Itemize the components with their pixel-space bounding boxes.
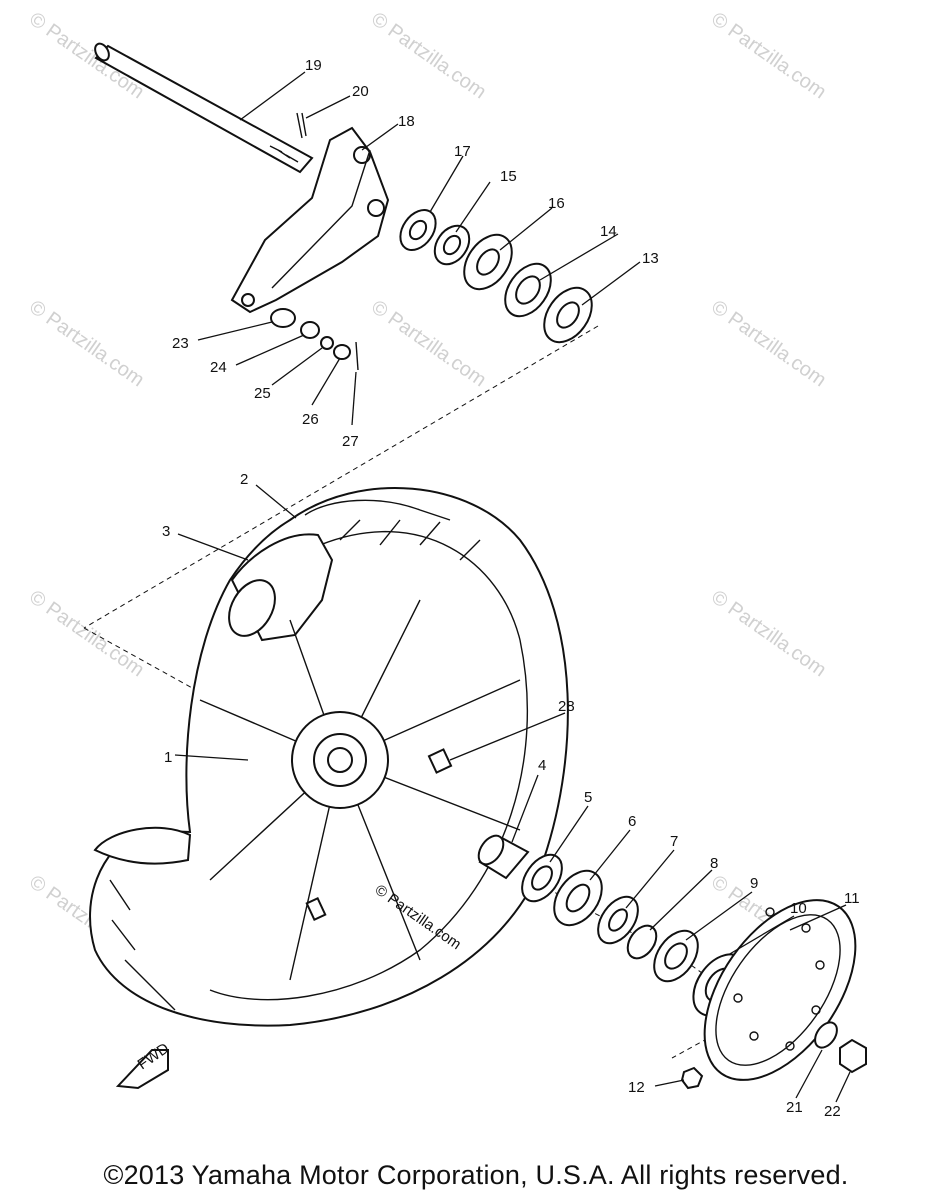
callout-18: 18 xyxy=(398,113,415,130)
callout-labels: 19 20 18 17 15 16 14 13 23 24 25 26 27 2… xyxy=(162,57,860,1120)
callout-11: 11 xyxy=(844,890,860,907)
callout-26: 26 xyxy=(302,411,319,428)
copyright-notice: ©2013 Yamaha Motor Corporation, U.S.A. A… xyxy=(103,1160,849,1190)
small-hardware xyxy=(270,308,359,371)
callout-10: 10 xyxy=(790,900,807,917)
watermark: © Partzilla.com xyxy=(707,296,830,391)
watermark: © Partzilla.com xyxy=(25,296,148,391)
callout-7: 7 xyxy=(670,833,678,850)
callout-3: 3 xyxy=(162,523,170,540)
callout-28: 28 xyxy=(558,698,575,715)
callout-22: 22 xyxy=(824,1103,841,1120)
fwd-arrow: FWD xyxy=(115,1040,172,1090)
callout-13: 13 xyxy=(642,250,659,267)
callout-8: 8 xyxy=(710,855,718,872)
watermark: © Partzilla.com xyxy=(367,8,490,103)
callout-24: 24 xyxy=(210,359,227,376)
callout-20: 20 xyxy=(352,83,369,100)
callout-14: 14 xyxy=(600,223,617,240)
callout-17: 17 xyxy=(454,143,471,160)
watermark: © Partzilla.com xyxy=(25,8,148,103)
callout-6: 6 xyxy=(628,813,636,830)
callout-12: 12 xyxy=(628,1079,645,1096)
axle xyxy=(94,42,314,174)
watermark: © Partzilla.com xyxy=(707,8,830,103)
bearing-stack-upper xyxy=(399,209,593,344)
callout-19: 19 xyxy=(305,57,322,74)
watermark: © Partzilla.com xyxy=(367,296,490,391)
callout-5: 5 xyxy=(584,789,592,806)
brake-arm xyxy=(230,126,390,314)
callout-16: 16 xyxy=(548,195,565,212)
callout-2: 2 xyxy=(240,471,248,488)
callout-4: 4 xyxy=(538,757,546,774)
callout-27: 27 xyxy=(342,433,359,450)
watermark: © Partzilla.com xyxy=(707,586,830,681)
callout-25: 25 xyxy=(254,385,271,402)
watermark: © Partzilla.com xyxy=(25,586,148,681)
callout-1: 1 xyxy=(164,749,172,766)
leader-lines xyxy=(174,71,851,1103)
callout-21: 21 xyxy=(786,1099,803,1116)
callout-9: 9 xyxy=(750,875,758,892)
callout-23: 23 xyxy=(172,335,189,352)
callout-15: 15 xyxy=(500,168,517,185)
cotter-pin xyxy=(296,112,307,139)
wheel-assembly xyxy=(89,487,569,1027)
